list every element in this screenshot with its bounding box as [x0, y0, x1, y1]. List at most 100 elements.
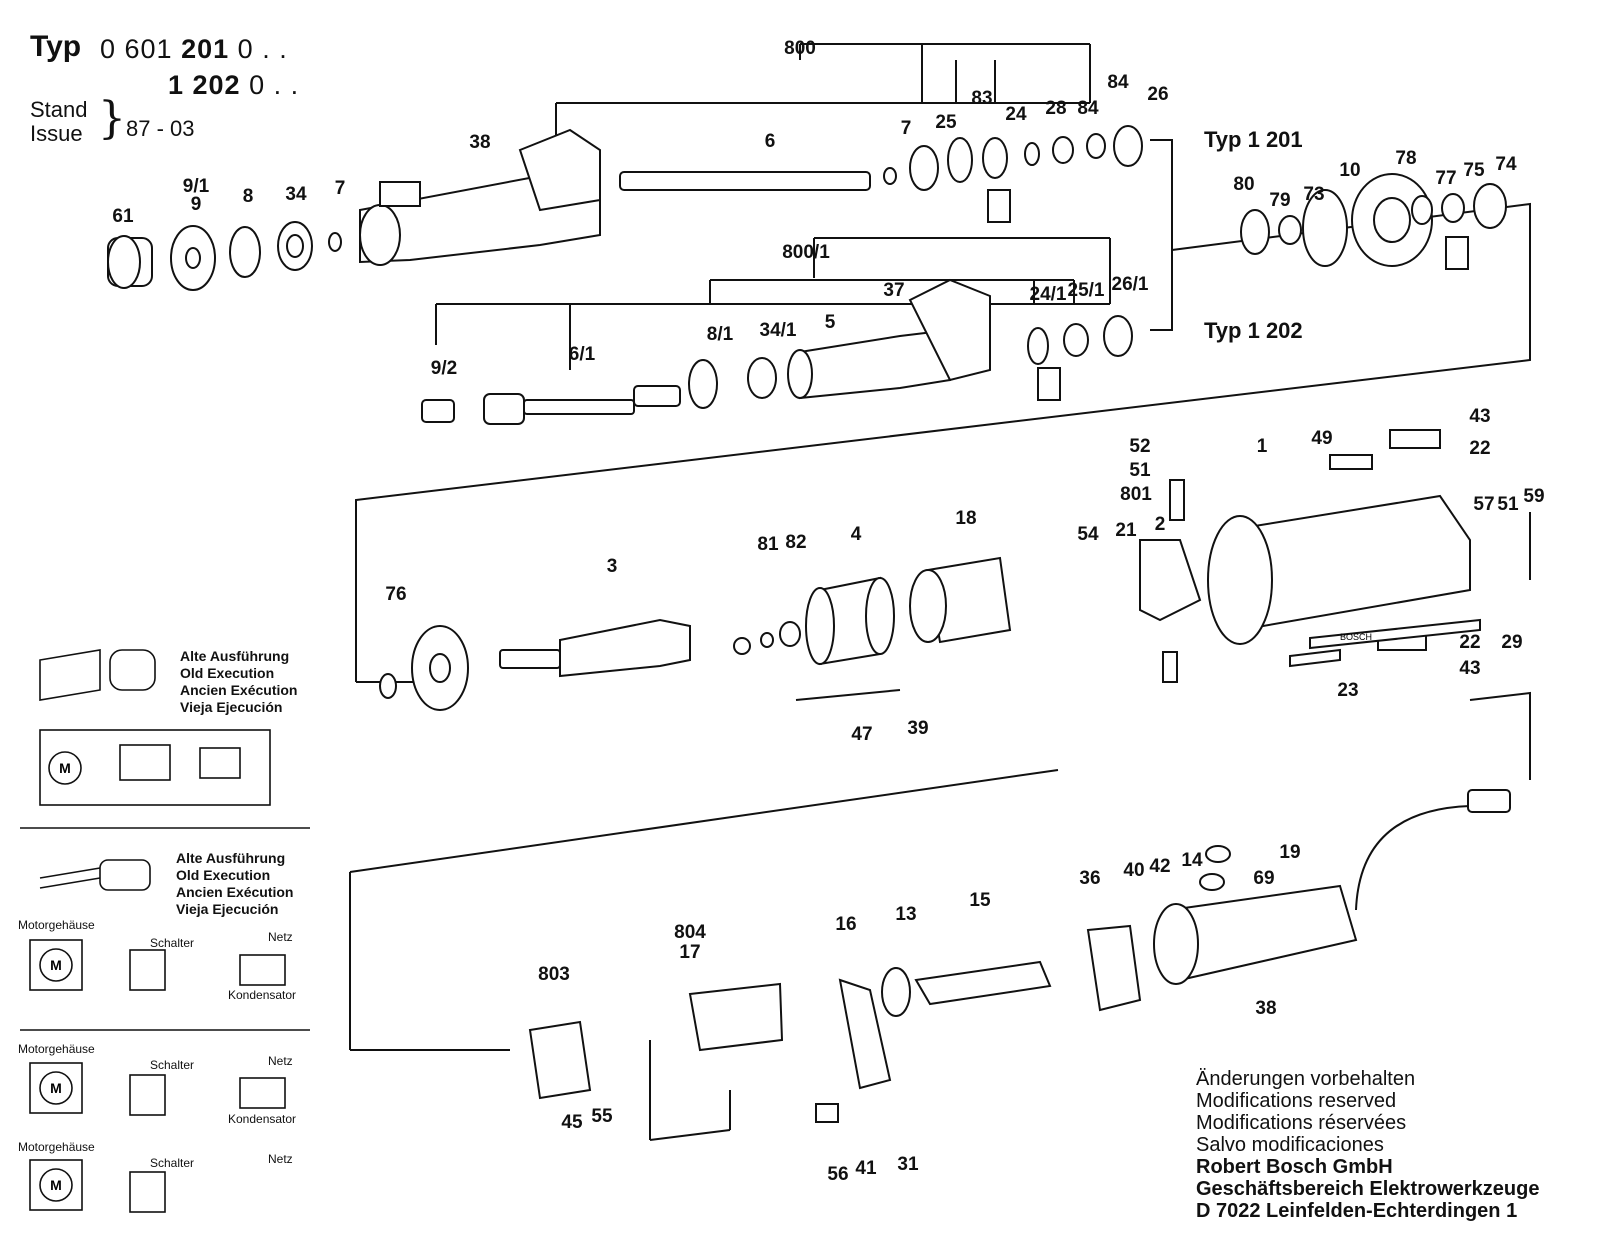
label-schalter-3: Schalter	[150, 1156, 195, 1170]
division-name: Geschäftsbereich Elektrowerkzeuge	[1196, 1178, 1540, 1200]
callout-7: 7	[901, 118, 912, 139]
callout-22-bottom: 22	[1459, 632, 1480, 653]
issue-date: 87 - 03	[126, 116, 195, 141]
callout-24-1: 24/1	[1030, 284, 1067, 305]
callout-21: 21	[1115, 520, 1137, 541]
callout-51: 51	[1129, 460, 1151, 481]
bosch-strip-label: BOSCH	[1340, 632, 1372, 642]
callout-9-1: 9/1	[183, 176, 210, 197]
callout-59: 59	[1523, 486, 1544, 507]
callout-803: 803	[538, 964, 570, 985]
callout-2: 2	[1155, 514, 1166, 535]
stand-label: Stand	[30, 97, 88, 122]
callout-80: 80	[1233, 174, 1254, 195]
label-netz-1: Netz	[268, 930, 293, 944]
callout-25-1: 25/1	[1068, 280, 1105, 301]
callout-800-1: 800/1	[782, 242, 830, 263]
callout-74: 74	[1495, 154, 1517, 175]
issue-label: Issue	[30, 121, 83, 146]
callout-45: 45	[561, 1112, 583, 1133]
legend-line: Ancien Exécution	[176, 884, 294, 900]
label-schalter-2: Schalter	[150, 1058, 195, 1072]
callout-56: 56	[827, 1164, 848, 1185]
callout-34: 34	[285, 184, 307, 205]
callout-49: 49	[1311, 428, 1332, 449]
header-type-number-1: 0 601 201 0 . .	[100, 34, 288, 65]
motor-symbol-m-1: M	[59, 760, 71, 776]
note-line-3: Modifications réservées	[1196, 1112, 1407, 1134]
legend-old-execution-1: Alte Ausführung Old Execution Ancien Exé…	[180, 648, 297, 716]
brace-glyph: }	[98, 93, 126, 144]
callout-25: 25	[935, 112, 957, 133]
type-suffix-2: 0 . .	[249, 70, 300, 100]
callout-9: 9	[191, 194, 202, 215]
callout-77: 77	[1435, 168, 1456, 189]
motor-symbol-m-3: M	[50, 1080, 62, 1096]
callout-800: 800	[784, 38, 816, 59]
callout-38-top: 38	[469, 132, 490, 153]
legend-line: Old Execution	[180, 665, 275, 681]
callout-23: 23	[1337, 680, 1358, 701]
legend-old-execution-2: Alte Ausführung Old Execution Ancien Exé…	[176, 850, 293, 918]
callout-83: 83	[971, 88, 992, 109]
callout-78: 78	[1395, 148, 1416, 169]
company-name: Robert Bosch GmbH	[1196, 1156, 1393, 1178]
callout-1: 1	[1257, 436, 1268, 457]
callout-14: 14	[1181, 850, 1203, 871]
callout-13: 13	[895, 904, 916, 925]
legend-line: Vieja Ejecución	[176, 901, 279, 917]
callout-6: 6	[765, 131, 776, 152]
callout-42: 42	[1149, 856, 1170, 877]
callout-41: 41	[855, 1158, 877, 1179]
callout-6-1: 6/1	[569, 344, 596, 365]
callout-29: 29	[1501, 632, 1522, 653]
callout-75: 75	[1463, 160, 1485, 181]
label-motorgehaeuse-3: Motorgehäuse	[18, 1140, 95, 1154]
callout-4: 4	[851, 524, 862, 545]
callout-84-a: 84	[1107, 72, 1129, 93]
callout-10: 10	[1339, 160, 1360, 181]
callout-804: 804	[674, 922, 706, 943]
callout-57: 57	[1473, 494, 1494, 515]
label-kondensator-1: Kondensator	[228, 988, 297, 1002]
callout-52: 52	[1129, 436, 1150, 457]
motor-symbol-m-2: M	[50, 957, 62, 973]
callout-3: 3	[607, 556, 618, 577]
callout-47: 47	[851, 724, 872, 745]
callout-54: 54	[1077, 524, 1099, 545]
callout-37: 37	[883, 280, 904, 301]
callout-40: 40	[1123, 860, 1144, 881]
label-kondensator-2: Kondensator	[228, 1112, 297, 1126]
type-bold-201: 201	[181, 34, 230, 64]
callout-8-1: 8/1	[707, 324, 734, 345]
callout-16: 16	[835, 914, 856, 935]
company-address: D 7022 Leinfelden-Echterdingen 1	[1196, 1200, 1518, 1222]
legend-line: Alte Ausführung	[176, 850, 286, 866]
type-bold-1202: 1 202	[168, 70, 241, 100]
label-motorgehaeuse-1: Motorgehäuse	[18, 918, 95, 932]
callout-31: 31	[897, 1154, 919, 1175]
callout-18: 18	[955, 508, 976, 529]
motor-symbol-m-4: M	[50, 1177, 62, 1193]
callout-17: 17	[679, 942, 700, 963]
note-line-2: Modifications reserved	[1196, 1090, 1397, 1112]
callout-26-1: 26/1	[1112, 274, 1149, 295]
callout-15: 15	[969, 890, 991, 911]
notes-block: Änderungen vorbehalten Modifications res…	[1196, 1068, 1539, 1222]
callout-61: 61	[112, 206, 134, 227]
callout-38-bottom: 38	[1255, 998, 1276, 1019]
callout-84-b: 84	[1077, 98, 1099, 119]
note-line-1: Änderungen vorbehalten	[1196, 1068, 1416, 1090]
callout-51-right: 51	[1497, 494, 1519, 515]
callout-19: 19	[1279, 842, 1300, 863]
typ-1202-tag: Typ 1 202	[1204, 318, 1303, 343]
callout-39: 39	[907, 718, 928, 739]
note-line-4: Salvo modificaciones	[1196, 1134, 1384, 1156]
callout-34-1: 34/1	[760, 320, 797, 341]
legend-line: Ancien Exécution	[180, 682, 298, 698]
callout-76: 76	[385, 584, 406, 605]
label-netz-2: Netz	[268, 1054, 293, 1068]
callout-7-left: 7	[335, 178, 346, 199]
callout-82: 82	[785, 532, 806, 553]
